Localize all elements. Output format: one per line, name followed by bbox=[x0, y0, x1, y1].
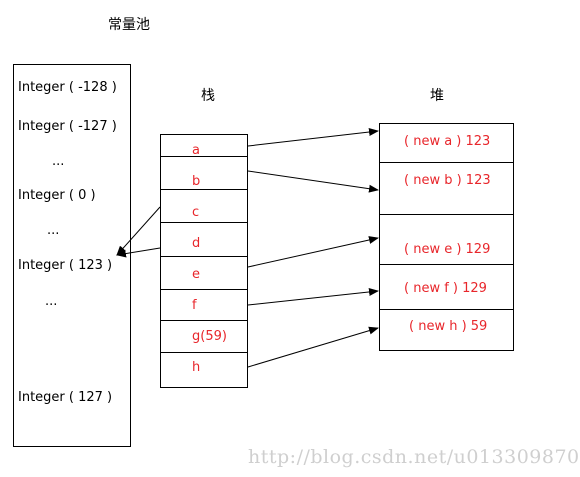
stack-cell-g: g(59) bbox=[192, 329, 227, 344]
heap-cell-new-h: ( new h ) 59 bbox=[409, 319, 488, 334]
stack-cell-d: d bbox=[192, 236, 201, 251]
stack-cell-h: h bbox=[192, 360, 201, 375]
stack-divider bbox=[160, 320, 248, 321]
stack-divider bbox=[160, 189, 248, 190]
stack-box bbox=[160, 134, 248, 388]
stack-cell-b: b bbox=[192, 174, 201, 189]
stack-cell-a: a bbox=[192, 143, 200, 158]
constant-pool-title: 常量池 bbox=[108, 17, 150, 33]
heap-divider bbox=[379, 214, 514, 215]
stack-divider bbox=[160, 256, 248, 257]
heap-cell-new-a: ( new a ) 123 bbox=[404, 134, 491, 149]
stack-divider bbox=[160, 352, 248, 353]
constant-pool-box bbox=[13, 64, 131, 447]
heap-cell-new-b: ( new b ) 123 bbox=[404, 173, 491, 188]
arrow-d-to-integer-123 bbox=[116, 247, 161, 258]
watermark: http://blog.csdn.net/u013309870 bbox=[248, 446, 580, 468]
heap-divider bbox=[379, 309, 514, 310]
stack-divider bbox=[160, 222, 248, 223]
arrow-f-to-new-f bbox=[247, 287, 379, 306]
arrow-c-to-integer-123 bbox=[116, 206, 161, 256]
pool-ellipsis-3: ... bbox=[45, 294, 58, 309]
heap-title: 堆 bbox=[430, 88, 444, 104]
pool-item-neg128: Integer ( -128 ) bbox=[18, 80, 117, 95]
stack-divider bbox=[160, 289, 248, 290]
stack-divider bbox=[160, 156, 248, 157]
pool-item-127: Integer ( 127 ) bbox=[18, 390, 113, 405]
pool-ellipsis-1: ... bbox=[52, 154, 65, 169]
pool-item-neg127: Integer ( -127 ) bbox=[18, 119, 117, 134]
pool-item-0: Integer ( 0 ) bbox=[18, 188, 96, 203]
arrow-e-to-new-e bbox=[247, 236, 379, 268]
stack-cell-c: c bbox=[192, 205, 200, 220]
heap-divider bbox=[379, 264, 514, 265]
arrow-h-to-new-h bbox=[247, 326, 379, 368]
stack-title: 栈 bbox=[201, 88, 215, 104]
pool-item-123: Integer ( 123 ) bbox=[18, 258, 113, 273]
stack-cell-e: e bbox=[192, 267, 200, 282]
pool-ellipsis-2: ... bbox=[47, 223, 60, 238]
arrow-a-to-new-a bbox=[247, 128, 379, 147]
heap-cell-new-f: ( new f ) 129 bbox=[404, 281, 487, 296]
heap-divider bbox=[379, 162, 514, 163]
arrow-b-to-new-b bbox=[247, 170, 379, 193]
heap-box bbox=[379, 123, 514, 351]
heap-cell-new-e: ( new e ) 129 bbox=[404, 242, 491, 257]
stack-cell-f: f bbox=[192, 298, 197, 313]
